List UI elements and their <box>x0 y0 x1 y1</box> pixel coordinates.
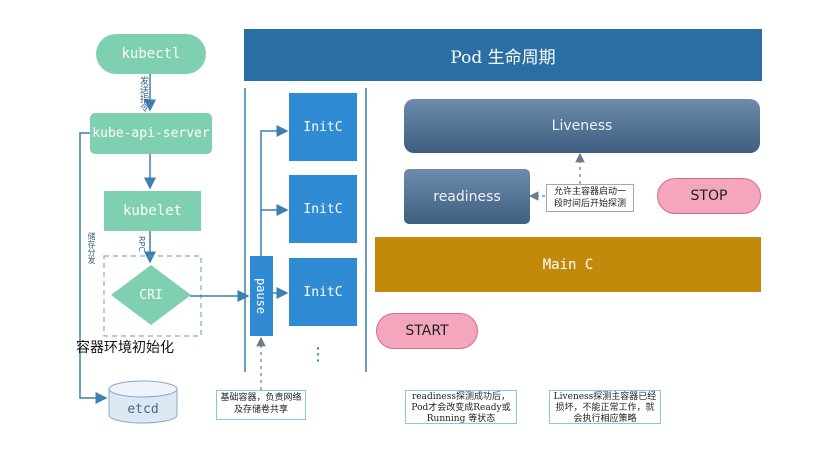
api-server-node: kube-api-server <box>90 113 212 154</box>
cri-node: CRI <box>111 265 191 325</box>
cri-diamond <box>111 265 191 325</box>
readiness-note: readiness探测成功后，Pod才会改变成Ready或Running 等状态 <box>405 390 517 424</box>
more-initc-ellipsis: ⋮ <box>309 343 327 365</box>
liveness-probe: Liveness <box>404 99 760 153</box>
probe-delay-note: 允许主容器启动一段时间后开始探测 <box>546 184 634 212</box>
main-container: Main C <box>375 237 761 292</box>
etcd-node: etcd <box>108 380 178 424</box>
store-label: 储存分发 <box>87 232 96 264</box>
env-init-label: 容器环境初始化 <box>76 340 174 356</box>
liveness-note: Liveness探测主容器已经损坏，不能正常工作，就会执行相应策略 <box>549 390 661 424</box>
readiness-probe: readiness <box>404 169 530 224</box>
command-label: 发送指令 <box>138 76 148 112</box>
cri-label: CRI <box>139 287 163 303</box>
pod-lifecycle-header: Pod 生命周期 <box>244 29 762 81</box>
header-title: Pod 生命周期 <box>450 47 556 68</box>
initc-box-2: InitC <box>289 175 357 243</box>
database-icon <box>108 380 178 424</box>
etcd-label: etcd <box>127 401 159 417</box>
kubelet-node: kubelet <box>104 191 201 231</box>
kubectl-node: kubectl <box>96 34 206 74</box>
pause-note: 基础容器，负责网络及存储卷共享 <box>216 390 306 420</box>
initc-box-1: InitC <box>289 93 357 161</box>
pause-container: pause <box>250 256 273 336</box>
stop-badge: STOP <box>657 178 761 214</box>
rpc-label: RPC <box>137 236 146 252</box>
initc-box-3: InitC <box>289 258 357 326</box>
start-badge: START <box>376 313 478 349</box>
